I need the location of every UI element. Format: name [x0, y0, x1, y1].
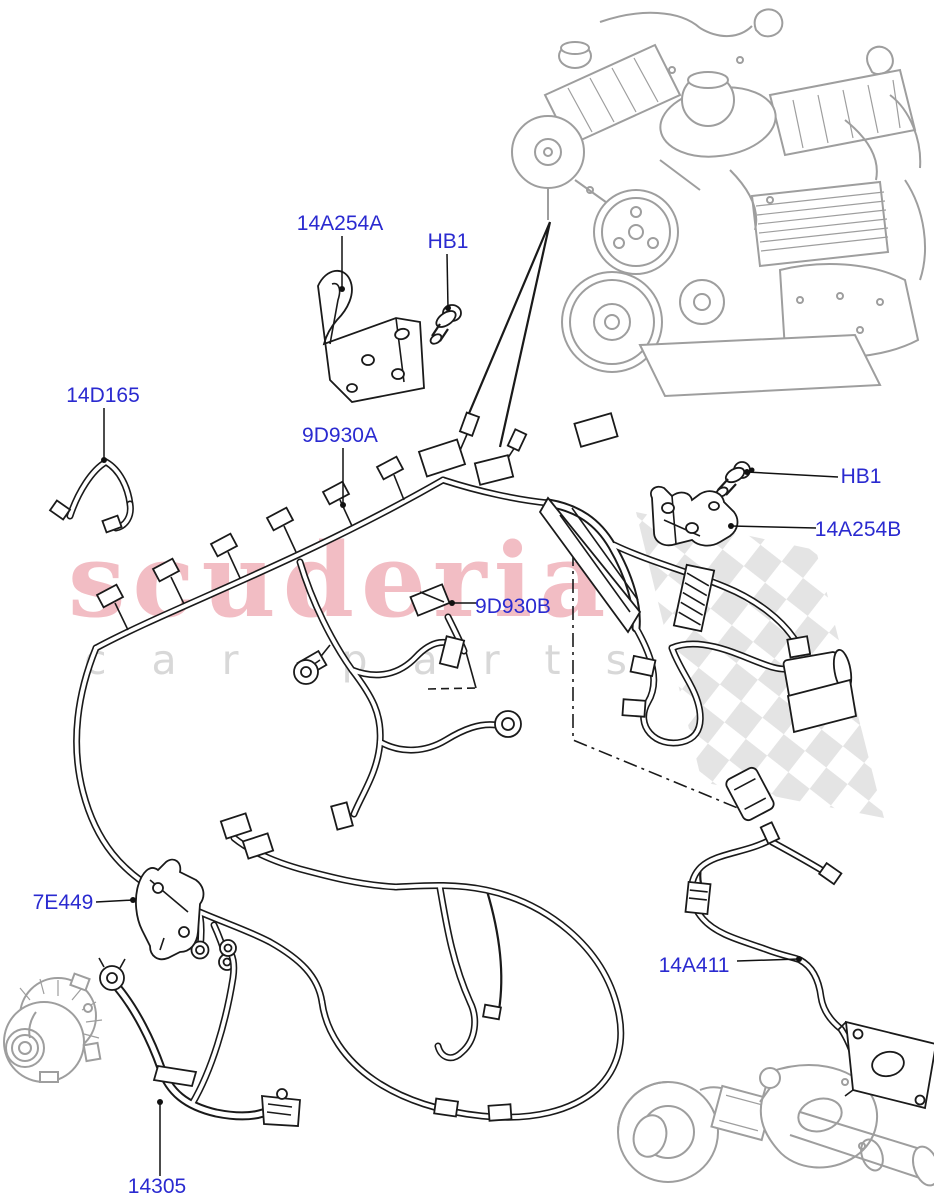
- engine-illustration: [511, 8, 926, 398]
- part-label-9d930b[interactable]: 9D930B: [475, 595, 551, 618]
- callout-leader-lines: [95, 236, 839, 1176]
- bracket-7e449: [135, 858, 205, 961]
- turbo-subharness-drawing: [684, 766, 856, 1063]
- cable-14d165: [48, 457, 134, 534]
- part-label-hb1-right[interactable]: HB1: [840, 465, 882, 488]
- battery-cable-drawing: [98, 939, 301, 1127]
- bolt-hb1-right: [715, 461, 755, 498]
- wiring-harness-drawing: [77, 411, 858, 1122]
- part-label-14a254b[interactable]: 14A254B: [814, 518, 902, 541]
- alternator-illustration: [3, 972, 103, 1083]
- part-label-14d165[interactable]: 14D165: [66, 384, 140, 407]
- part-label-hb1-top[interactable]: HB1: [427, 230, 469, 253]
- engine-locator-pointer: [460, 221, 552, 448]
- harness-mount-flange: [837, 1020, 934, 1110]
- turbocharger-illustration: [617, 1064, 934, 1187]
- bracket-14a254a: [317, 270, 425, 403]
- part-label-14305[interactable]: 14305: [127, 1175, 187, 1198]
- section-boundary-lines: [427, 552, 758, 817]
- part-label-7e449[interactable]: 7E449: [32, 891, 94, 914]
- bolt-hb1-top: [429, 304, 462, 345]
- part-label-14a254a[interactable]: 14A254A: [296, 212, 384, 235]
- part-label-9d930a[interactable]: 9D930A: [302, 424, 378, 447]
- part-label-14a411[interactable]: 14A411: [658, 954, 730, 977]
- bracket-14a254b: [650, 485, 739, 547]
